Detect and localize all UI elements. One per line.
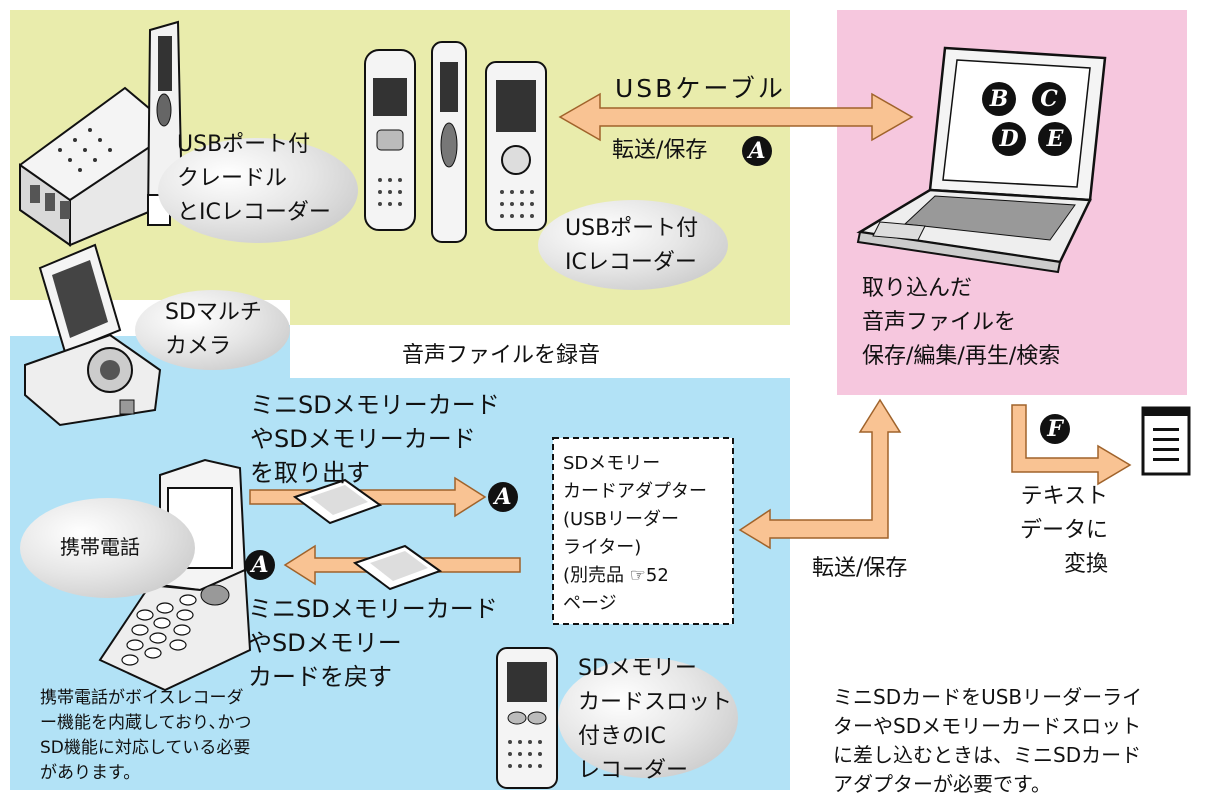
text-document-icon [1141,406,1191,476]
sd-card-icon [292,478,443,591]
ic-recorder-icon [364,41,547,243]
usb-recorder-label: USBポート付 ICレコーダー [565,216,699,275]
transfer-save-top-label: 転送/保存 [612,138,708,163]
badge-a-right: A [488,482,518,512]
badge-c: C [1032,82,1066,116]
insert-card-label: ミニSDメモリーカード やSDメモリー カードを戻す [248,595,498,691]
sd-slot-recorder-icon [496,647,558,789]
sd-camera-icon [24,243,162,427]
recorder-label-ellipse [538,200,728,290]
text-convert-arrow [1011,404,1132,486]
slot-recorder-label-ellipse [558,658,738,778]
adapter-box [552,437,734,625]
pc-actions-label: 取り込んだ 音声ファイルを 保存/編集/再生/検索 [862,276,1061,369]
sd-camera-label: SDマルチ カメラ [165,300,262,359]
badge-f: F [1040,414,1070,444]
usb-double-arrow [558,92,914,142]
badge-a-left: A [245,550,275,580]
cradle-recorder-icon [19,20,184,247]
badge-d: D [992,122,1026,156]
phone-requirement-note: 携帯電話がボイスレコーダ ー機能を内蔵しており､かつ SD機能に対応している必要… [40,688,252,783]
phone-label: 携帯電話 [60,535,140,559]
usb-cable-label: USBケーブル [615,74,786,103]
record-audio-label: 音声ファイルを録音 [402,343,601,368]
cradle-label: USBポート付 クレードル とICレコーダー [177,132,331,225]
phone-label-ellipse [20,498,195,598]
transfer-save-bottom-label: 転送/保存 [812,556,908,581]
adapter-label: SDメモリー カードアダプター (USBリーダー ライター) (別売品 ☞52 … [563,453,707,614]
badge-b: B [982,82,1016,116]
text-convert-label: テキスト データに 変換 [1020,484,1109,577]
badge-e: E [1038,122,1072,156]
sd-slot-recorder-label: SDメモリー カードスロット 付きのIC レコーダー [578,656,733,783]
badge-a-top: A [742,136,772,166]
adapter-pc-arrow [738,398,902,550]
cradle-label-ellipse [158,138,358,243]
minisd-adapter-note: ミニSDカードをUSBリーダーライ ターやSDメモリーカードスロット に差し込む… [833,685,1143,796]
camera-label-ellipse [135,290,290,370]
remove-card-label: ミニSDメモリーカード やSDメモリーカード を取り出す [250,391,500,487]
